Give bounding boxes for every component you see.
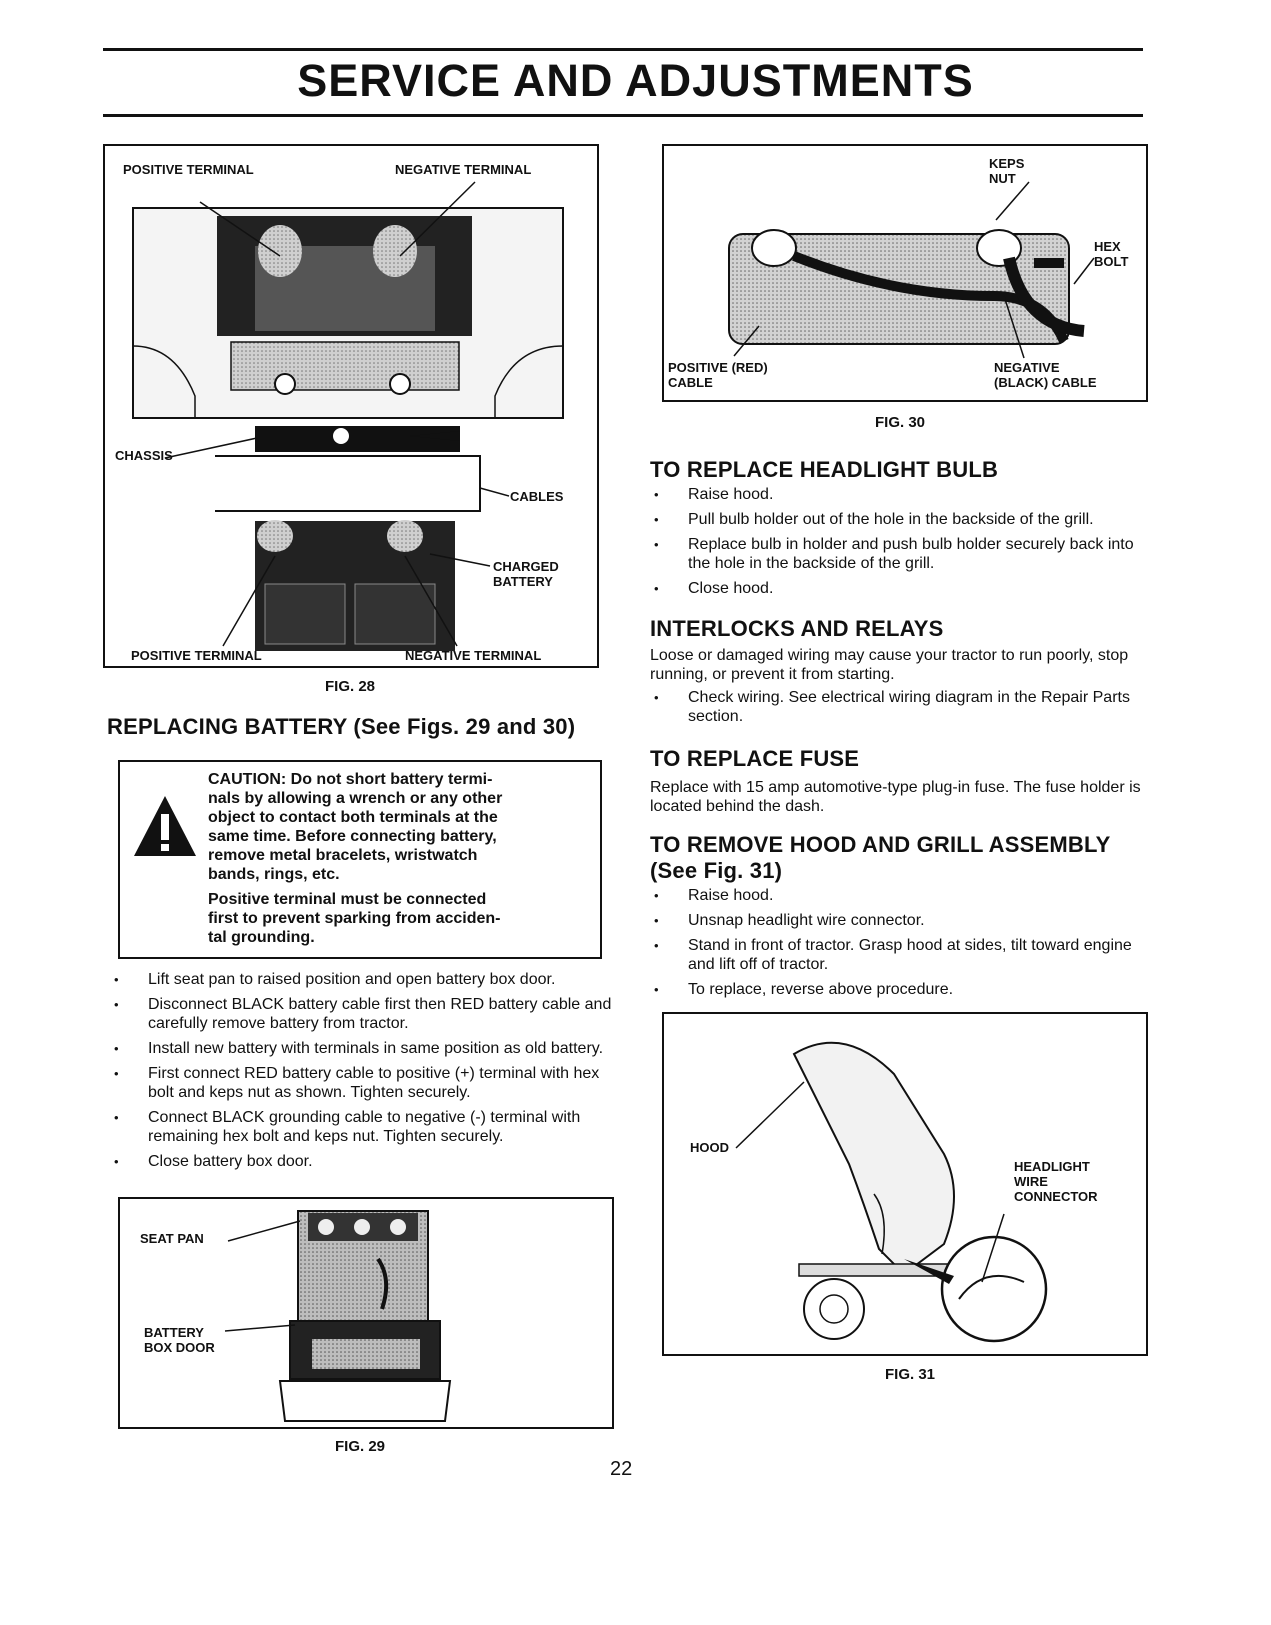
list-item: Raise hood. bbox=[650, 485, 1160, 504]
page-number: 22 bbox=[610, 1458, 633, 1480]
seat-pan-battery-box-illustration bbox=[224, 1210, 452, 1422]
label-hex-bolt: HEX BOLT bbox=[1094, 239, 1129, 269]
title-rule-bottom bbox=[103, 114, 1143, 117]
warning-icon bbox=[134, 796, 196, 856]
label-hood: HOOD bbox=[690, 1140, 729, 1155]
label-cables: CABLES bbox=[510, 489, 564, 504]
label-chassis: CHASSIS bbox=[115, 448, 173, 463]
interlocks-steps: Check wiring. See electrical wiring diag… bbox=[650, 688, 1160, 732]
list-item: Close hood. bbox=[650, 579, 1160, 598]
figure-29: SEAT PAN BATTERY BOX DOOR bbox=[118, 1197, 614, 1429]
list-item: Replace bulb in holder and push bulb hol… bbox=[650, 535, 1160, 573]
list-item: First connect RED battery cable to posit… bbox=[110, 1064, 620, 1102]
list-item: Unsnap headlight wire connector. bbox=[650, 911, 1160, 930]
list-item: Stand in front of tractor. Grasp hood at… bbox=[650, 936, 1160, 974]
label-negative-terminal-top: NEGATIVE TERMINAL bbox=[395, 162, 532, 177]
figure-28: POSITIVE TERMINAL NEGATIVE TERMINAL CHAS… bbox=[103, 144, 599, 668]
fig30-caption: FIG. 30 bbox=[874, 414, 926, 431]
hood-heading: TO REMOVE HOOD AND GRILL ASSEMBLY (See F… bbox=[650, 832, 1111, 883]
fig28-caption: FIG. 28 bbox=[324, 678, 376, 695]
label-negative-cable: NEGATIVE (BLACK) CABLE bbox=[994, 360, 1097, 390]
label-battery-box-door: BATTERY BOX DOOR bbox=[144, 1325, 215, 1355]
label-seat-pan: SEAT PAN bbox=[140, 1231, 204, 1246]
headlight-steps: Raise hood. Pull bulb holder out of the … bbox=[650, 485, 1160, 604]
list-item: To replace, reverse above procedure. bbox=[650, 980, 1160, 999]
list-item: Pull bulb holder out of the hole in the … bbox=[650, 510, 1160, 529]
caution-box: CAUTION: Do not short battery termi- nal… bbox=[118, 760, 602, 959]
label-negative-terminal-bottom: NEGATIVE TERMINAL bbox=[405, 648, 542, 663]
page-title: SERVICE AND ADJUSTMENTS bbox=[297, 55, 974, 106]
battery-terminals-illustration bbox=[728, 181, 1095, 359]
label-positive-terminal-top: POSITIVE TERMINAL bbox=[123, 162, 254, 177]
title-rule-top bbox=[103, 48, 1143, 51]
caution-text-positive-first: Positive terminal must be connected firs… bbox=[208, 891, 501, 946]
interlocks-heading: INTERLOCKS AND RELAYS bbox=[650, 616, 944, 641]
list-item: Raise hood. bbox=[650, 886, 1160, 905]
list-item: Lift seat pan to raised position and ope… bbox=[110, 970, 620, 989]
label-positive-terminal-bottom: POSITIVE TERMINAL bbox=[131, 648, 262, 663]
label-positive-cable: POSITIVE (RED) CABLE bbox=[668, 360, 768, 390]
fuse-text: Replace with 15 amp automotive-type plug… bbox=[650, 779, 1141, 815]
list-item: Disconnect BLACK battery cable first the… bbox=[110, 995, 620, 1033]
hood-steps: Raise hood. Unsnap headlight wire connec… bbox=[650, 886, 1160, 1005]
replacing-battery-heading: REPLACING BATTERY (See Figs. 29 and 30) bbox=[107, 714, 576, 739]
replacing-battery-steps: Lift seat pan to raised position and ope… bbox=[110, 970, 620, 1177]
label-charged-battery: CHARGED BATTERY bbox=[493, 559, 559, 589]
fig29-caption: FIG. 29 bbox=[334, 1438, 386, 1455]
list-item: Install new battery with terminals in sa… bbox=[110, 1039, 620, 1058]
fig31-caption: FIG. 31 bbox=[884, 1366, 936, 1383]
label-keps-nut: KEPS NUT bbox=[989, 156, 1025, 186]
caution-text: CAUTION: Do not short battery termi- nal… bbox=[208, 771, 503, 883]
list-item: Connect BLACK grounding cable to negativ… bbox=[110, 1108, 620, 1146]
list-item: Check wiring. See electrical wiring diag… bbox=[650, 688, 1160, 726]
list-item: Close battery box door. bbox=[110, 1152, 620, 1171]
headlight-heading: TO REPLACE HEADLIGHT BULB bbox=[650, 457, 999, 482]
interlocks-text: Loose or damaged wiring may cause your t… bbox=[650, 647, 1129, 683]
hood-grill-illustration bbox=[735, 1041, 1048, 1343]
label-headlight-wire-connector: HEADLIGHT WIRE CONNECTOR bbox=[1014, 1159, 1098, 1204]
battery-chassis-illustration bbox=[132, 181, 564, 651]
fuse-heading: TO REPLACE FUSE bbox=[650, 746, 860, 771]
figure-31: HOOD HEADLIGHT WIRE CONNECTOR bbox=[662, 1012, 1148, 1356]
figure-30: KEPS NUT HEX BOLT POSITIVE (RED) CABLE N… bbox=[662, 144, 1148, 402]
